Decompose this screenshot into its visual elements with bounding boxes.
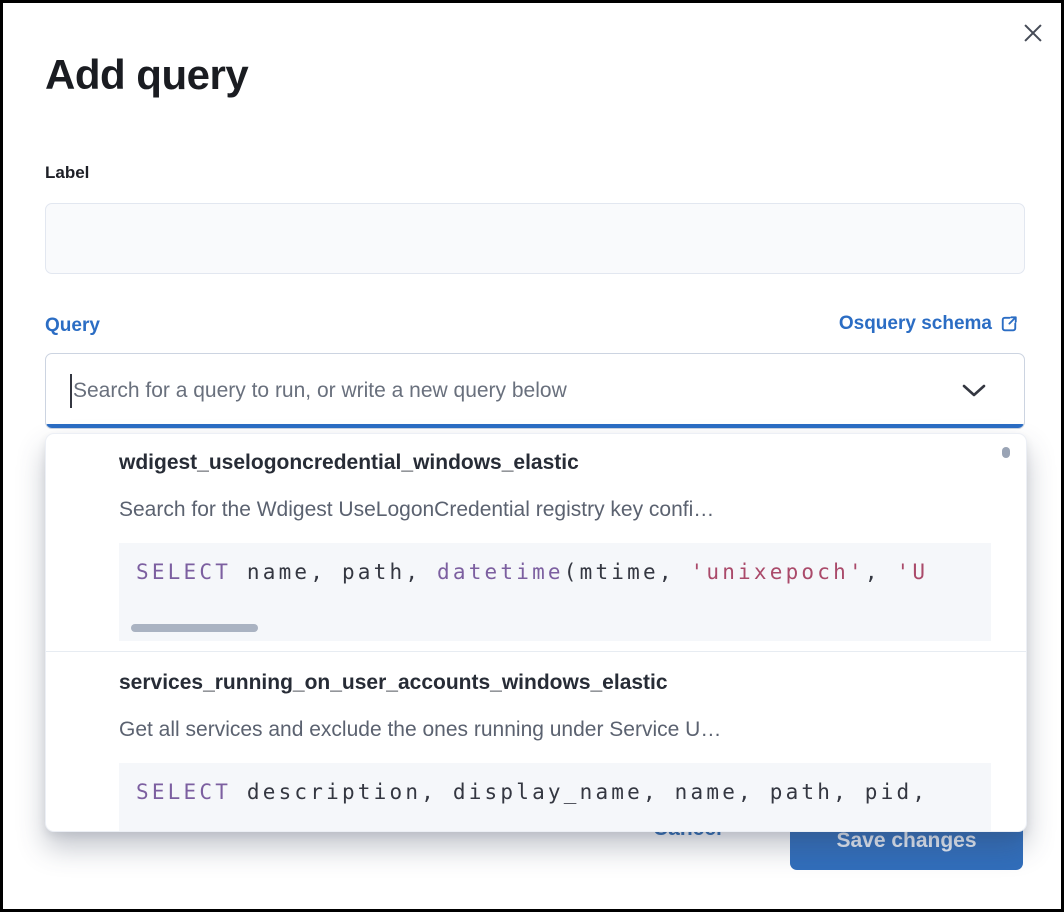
osquery-schema-link-label: Osquery schema bbox=[838, 313, 992, 334]
sql-token: SELECT bbox=[136, 780, 232, 804]
sql-token: 'unixepoch' bbox=[690, 560, 865, 584]
query-suggestions-dropdown: wdigest_uselogoncredential_windows_elast… bbox=[45, 433, 1027, 832]
query-option-description: Get all services and exclude the ones ru… bbox=[119, 718, 722, 741]
osquery-schema-link[interactable]: Osquery schema bbox=[839, 313, 1019, 335]
label-input[interactable] bbox=[45, 203, 1025, 274]
sql-token: , bbox=[864, 560, 897, 584]
vertical-scrollbar-thumb[interactable] bbox=[1002, 447, 1010, 458]
close-icon bbox=[1020, 20, 1046, 46]
query-field-label: Query bbox=[45, 315, 100, 336]
horizontal-scrollbar-thumb[interactable] bbox=[131, 624, 258, 632]
sql-code-line: SELECT name, path, datetime(mtime, 'unix… bbox=[119, 543, 991, 584]
query-option-services[interactable]: services_running_on_user_accounts_window… bbox=[46, 652, 1026, 831]
query-option-sql-preview: SELECT name, path, datetime(mtime, 'unix… bbox=[119, 543, 991, 641]
external-link-icon bbox=[999, 314, 1019, 334]
query-option-title: services_running_on_user_accounts_window… bbox=[119, 671, 668, 694]
query-combobox[interactable]: Search for a query to run, or write a ne… bbox=[45, 353, 1025, 429]
query-option-wdigest[interactable]: wdigest_uselogoncredential_windows_elast… bbox=[46, 434, 1026, 651]
sql-token: description, display_name, name, path, p… bbox=[231, 780, 929, 804]
sql-token: 'U bbox=[896, 560, 929, 584]
query-combobox-placeholder: Search for a query to run, or write a ne… bbox=[73, 379, 567, 402]
query-option-title: wdigest_uselogoncredential_windows_elast… bbox=[119, 451, 579, 474]
sql-token: (mtime, bbox=[563, 560, 691, 584]
text-caret bbox=[70, 374, 72, 408]
option-divider bbox=[46, 651, 1026, 652]
query-option-sql-preview: SELECT description, display_name, name, … bbox=[119, 763, 991, 831]
label-field-label: Label bbox=[45, 163, 90, 182]
sql-token: name, path, bbox=[231, 560, 438, 584]
sql-token: datetime bbox=[437, 560, 564, 584]
sql-code-line: SELECT description, display_name, name, … bbox=[119, 763, 991, 804]
chevron-down-icon[interactable] bbox=[962, 384, 986, 398]
query-option-description: Search for the Wdigest UseLogonCredentia… bbox=[119, 498, 715, 521]
modal-title: Add query bbox=[45, 51, 249, 98]
sql-token: SELECT bbox=[136, 560, 232, 584]
close-button[interactable] bbox=[1017, 17, 1049, 49]
